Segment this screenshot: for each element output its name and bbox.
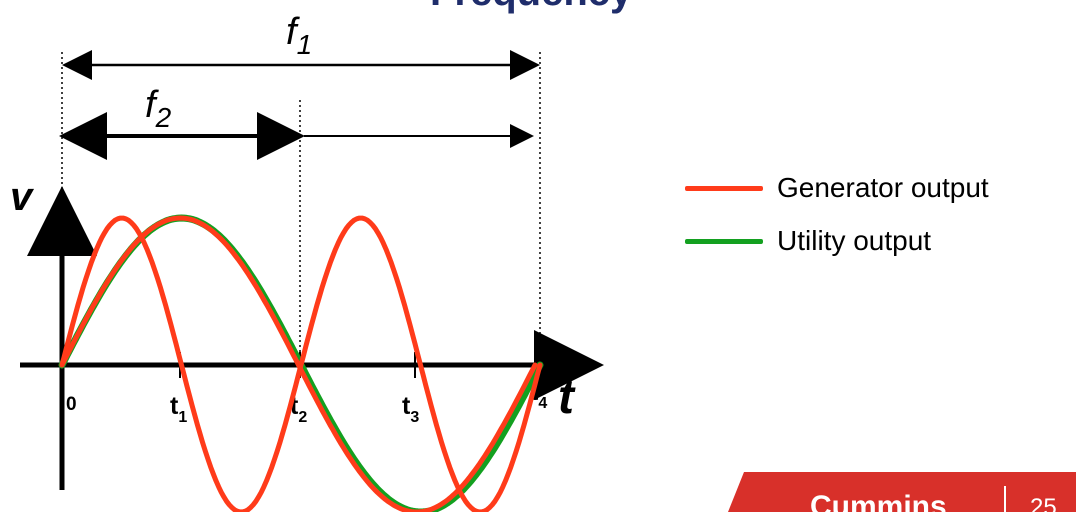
t3-label: t3 bbox=[402, 392, 419, 426]
footer-divider bbox=[1004, 486, 1006, 512]
generator-legend-label: Generator output bbox=[777, 172, 989, 203]
legend-generator: Generator output bbox=[685, 174, 989, 202]
generator-high-frequency-wave bbox=[59, 215, 543, 512]
origin-label: 0 bbox=[66, 394, 77, 415]
t2-text: t bbox=[290, 392, 299, 420]
f2-subscript: 2 bbox=[155, 102, 172, 133]
t3-subscript: 3 bbox=[410, 409, 419, 426]
t1-label: t1 bbox=[170, 392, 187, 426]
page-number: 25 bbox=[1030, 494, 1057, 512]
axes: v t bbox=[10, 175, 604, 490]
utility-legend-line bbox=[685, 238, 763, 244]
t3-text: t bbox=[402, 392, 411, 420]
v-axis-label: v bbox=[10, 175, 35, 219]
f2-text: f bbox=[145, 84, 159, 126]
frequency-labels: f1 f2 bbox=[145, 11, 312, 133]
brand-logo-text: Cummins bbox=[810, 490, 947, 512]
t2-subscript: 2 bbox=[298, 409, 307, 426]
f1-text: f bbox=[286, 11, 300, 53]
slide-title: Frequency bbox=[430, 0, 632, 12]
f1-subscript: 1 bbox=[297, 29, 313, 60]
t1-subscript: 1 bbox=[178, 409, 187, 426]
t-axis-label: t bbox=[558, 371, 576, 424]
generator-legend-line bbox=[685, 185, 763, 191]
utility-legend-label: Utility output bbox=[777, 225, 932, 256]
footer-band bbox=[728, 472, 1076, 512]
waveforms bbox=[58, 214, 544, 512]
t2-label: t2 bbox=[290, 392, 307, 426]
period-arrows bbox=[59, 50, 540, 160]
legend-utility: Utility output bbox=[685, 227, 931, 255]
f1-label: f1 bbox=[286, 11, 312, 60]
reference-lines bbox=[61, 52, 541, 365]
f2-label: f2 bbox=[145, 84, 172, 133]
t1-text: t bbox=[170, 392, 179, 420]
t4-subscript: 4 bbox=[538, 395, 547, 412]
